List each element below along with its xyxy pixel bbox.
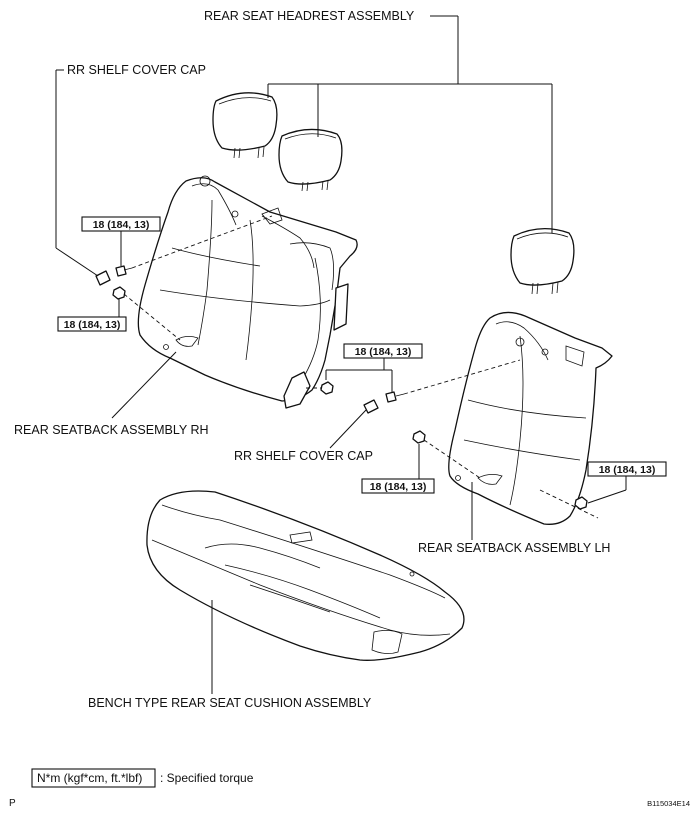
torque-value: 18 (184, 13) [370, 481, 427, 493]
leader-lines [55, 69, 627, 694]
fastener-nut-rh-lower [112, 286, 126, 300]
rear-seatback-rh [137, 175, 358, 409]
figure-id: B115034E14 [647, 799, 690, 808]
legend-unit: N*m (kgf*cm, ft.*lbf) [37, 771, 142, 785]
torque-legend: N*m (kgf*cm, ft.*lbf) : Specified torque [31, 768, 254, 788]
bench-seat-cushion [146, 490, 465, 661]
label-rear-seatback-assembly-rh: REAR SEATBACK ASSEMBLY RH [14, 423, 209, 437]
label-rr-shelf-cover-cap-center: RR SHELF COVER CAP [234, 449, 373, 463]
torque-value: 18 (184, 13) [64, 319, 121, 331]
torque-box-4: 18 (184, 13) [361, 478, 435, 494]
label-rear-seat-headrest-assembly: REAR SEAT HEADREST ASSEMBLY [204, 9, 415, 23]
fastener-nut-rh-side [320, 381, 334, 395]
rear-seatback-lh [448, 311, 613, 525]
shelf-cover-cap-center [363, 399, 379, 414]
torque-box-2: 18 (184, 13) [57, 316, 127, 332]
headrest-left [212, 92, 278, 159]
torque-value: 18 (184, 13) [355, 346, 412, 358]
dashed-line-rh-upper [131, 215, 273, 269]
torque-box-5: 18 (184, 13) [587, 461, 667, 477]
legend-description: : Specified torque [160, 771, 254, 785]
dashed-line-center [403, 359, 521, 395]
dashed-line-rh-lower [123, 293, 181, 341]
headrest-right [510, 228, 575, 295]
torque-box-3: 18 (184, 13) [343, 343, 423, 359]
fastener-nut-lh-outer [574, 496, 588, 510]
dashed-line-lh-outer [539, 489, 599, 519]
label-rear-seatback-assembly-lh: REAR SEATBACK ASSEMBLY LH [418, 541, 610, 555]
label-rr-shelf-cover-cap-left: RR SHELF COVER CAP [67, 63, 206, 77]
torque-value: 18 (184, 13) [599, 464, 656, 476]
torque-box-1: 18 (184, 13) [81, 216, 161, 232]
page-marker: P [9, 798, 16, 809]
fastener-bolt-rh-upper [115, 265, 133, 277]
headrest-center [278, 128, 343, 192]
fastener-nut-lh-inner [412, 430, 426, 444]
shelf-cover-cap-rh [95, 270, 111, 286]
headrest-leader-lines [267, 15, 553, 233]
fastener-bolt-center [385, 391, 405, 403]
torque-value: 18 (184, 13) [93, 219, 150, 231]
dashed-line-lh-inner [423, 439, 481, 479]
label-bench-type-rear-seat-cushion-assembly: BENCH TYPE REAR SEAT CUSHION ASSEMBLY [88, 696, 372, 710]
